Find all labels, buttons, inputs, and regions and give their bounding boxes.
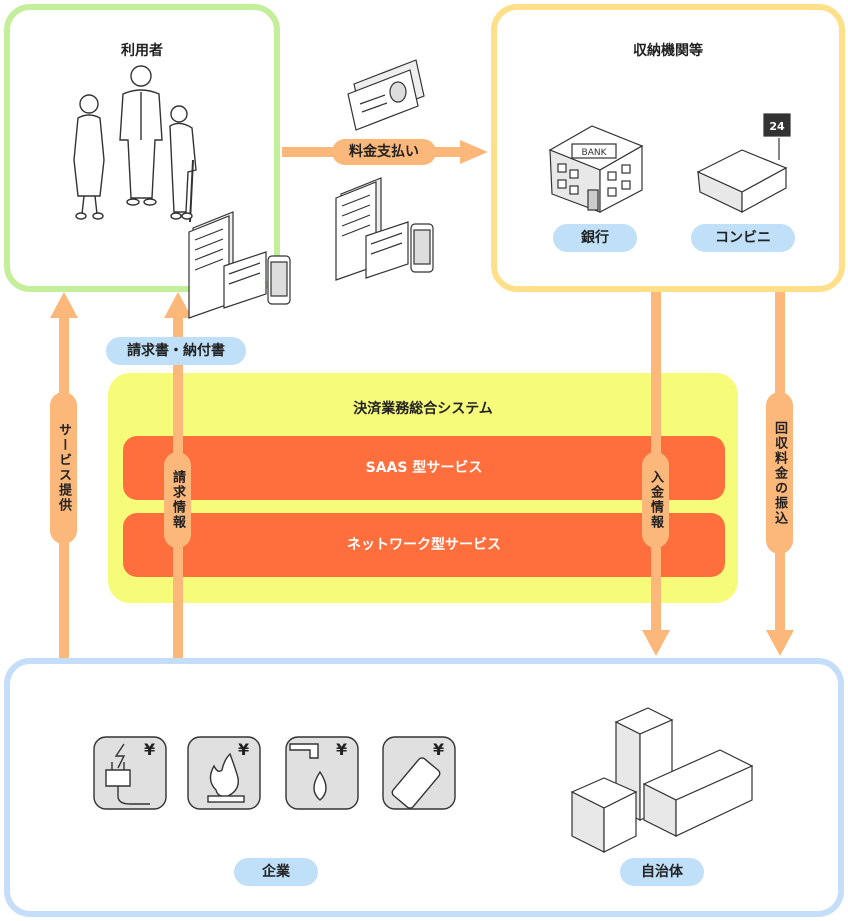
company-label: 企業 <box>234 858 318 886</box>
service-provision-label: サービス提供 <box>50 392 77 544</box>
banknotes-illustration <box>347 59 425 131</box>
billing-info-label: 請求情報 <box>164 452 191 548</box>
institutions-title: 収納機関等 <box>633 43 703 59</box>
invoice-documents-middle <box>335 177 434 281</box>
yen-symbol: ¥ <box>433 740 445 759</box>
invoice-docs-pill: 請求書・納付書 <box>106 337 246 365</box>
water-icon <box>285 736 359 810</box>
system-title: 決済業務総合システム <box>353 401 493 417</box>
users-title: 利用者 <box>121 43 163 59</box>
gas-icon <box>187 736 261 810</box>
users-box <box>4 4 280 292</box>
bank-building-icon <box>548 125 644 213</box>
saas-service-bar: SAAS 型サービス <box>123 436 725 500</box>
payment-label: 料金支払い <box>332 139 436 165</box>
bank-label: 銀行 <box>553 224 637 252</box>
network-service-bar: ネットワーク型サービス <box>123 513 725 577</box>
store-sign: 24 <box>769 120 785 133</box>
deposit-info-label: 入金情報 <box>642 452 669 548</box>
collected-transfer-label: 回収料金の振込 <box>766 392 793 554</box>
people-illustration <box>73 65 197 223</box>
electricity-icon <box>93 736 167 810</box>
yen-symbol: ¥ <box>238 740 250 759</box>
convenience-store-icon <box>696 113 791 214</box>
invoice-documents-left <box>188 211 291 319</box>
conveni-label: コンビニ <box>691 224 795 252</box>
government-buildings-icon <box>570 707 754 853</box>
phone-icon <box>382 736 456 810</box>
yen-symbol: ¥ <box>336 740 348 759</box>
local-government-label: 自治体 <box>620 858 704 886</box>
yen-symbol: ¥ <box>144 740 156 759</box>
bank-sign: BANK <box>582 148 608 158</box>
